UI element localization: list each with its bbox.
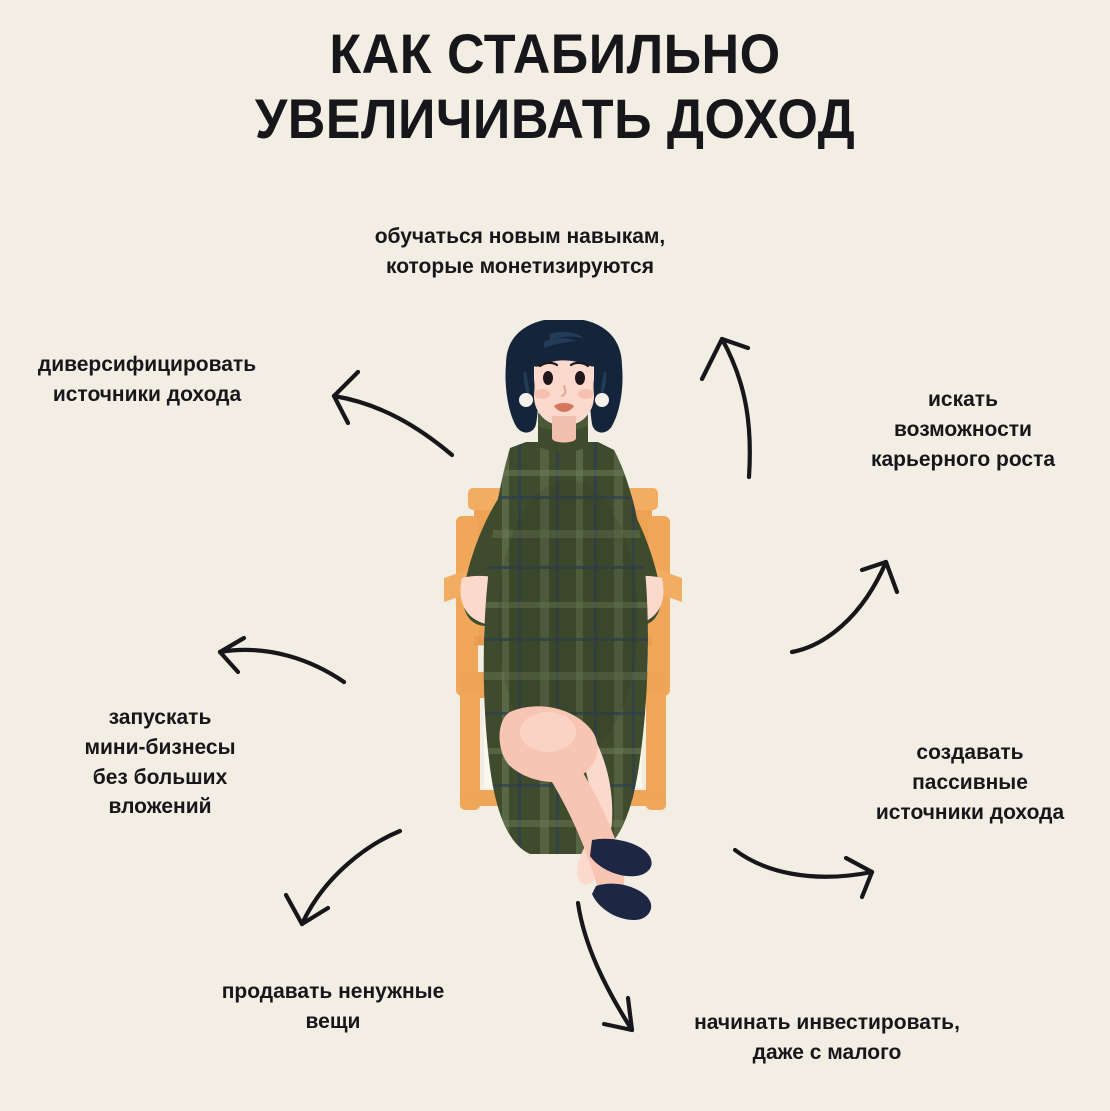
page-title-line-2: УВЕЛИЧИВАТЬ ДОХОД — [254, 86, 856, 150]
label-launch-mini-businesses: запускать мини-бизнесы без больших вложе… — [84, 706, 236, 819]
head — [505, 320, 623, 443]
label-seek-career-growth: искать возможности карьерного роста — [870, 388, 1056, 471]
arrow-to-minibiz-icon — [217, 635, 347, 685]
page-title: КАК СТАБИЛЬНО УВЕЛИЧИВАТЬ ДОХОД — [39, 22, 1071, 152]
label-sell-unneeded-things: продавать ненужные вещи — [221, 980, 445, 1033]
label-learn-new-skills: обучаться новым навыкам, которые монетиз… — [374, 225, 666, 278]
arrow-to-sell-icon — [283, 828, 403, 927]
right-eye — [575, 371, 585, 385]
page-title-line-1: КАК СТАБИЛЬНО — [329, 22, 781, 85]
arrow-to-passive-icon — [732, 847, 875, 900]
label-diversify-income-sources: диверсифицировать источники дохода — [37, 353, 257, 406]
label-create-passive-income: создавать пассивные источники дохода — [875, 741, 1065, 824]
shoe-upper — [590, 838, 652, 877]
arrow-to-career-icon — [789, 559, 900, 655]
shoe-lower — [592, 883, 652, 920]
left-eye — [543, 371, 553, 385]
left-earring — [519, 393, 533, 407]
label-start-investing: начинать инвестировать, даже с малого — [694, 1011, 960, 1064]
right-earring — [595, 393, 609, 407]
arrow-to-invest-icon — [575, 900, 635, 1033]
illustration-woman-in-armchair — [398, 320, 728, 920]
lips — [554, 403, 574, 412]
